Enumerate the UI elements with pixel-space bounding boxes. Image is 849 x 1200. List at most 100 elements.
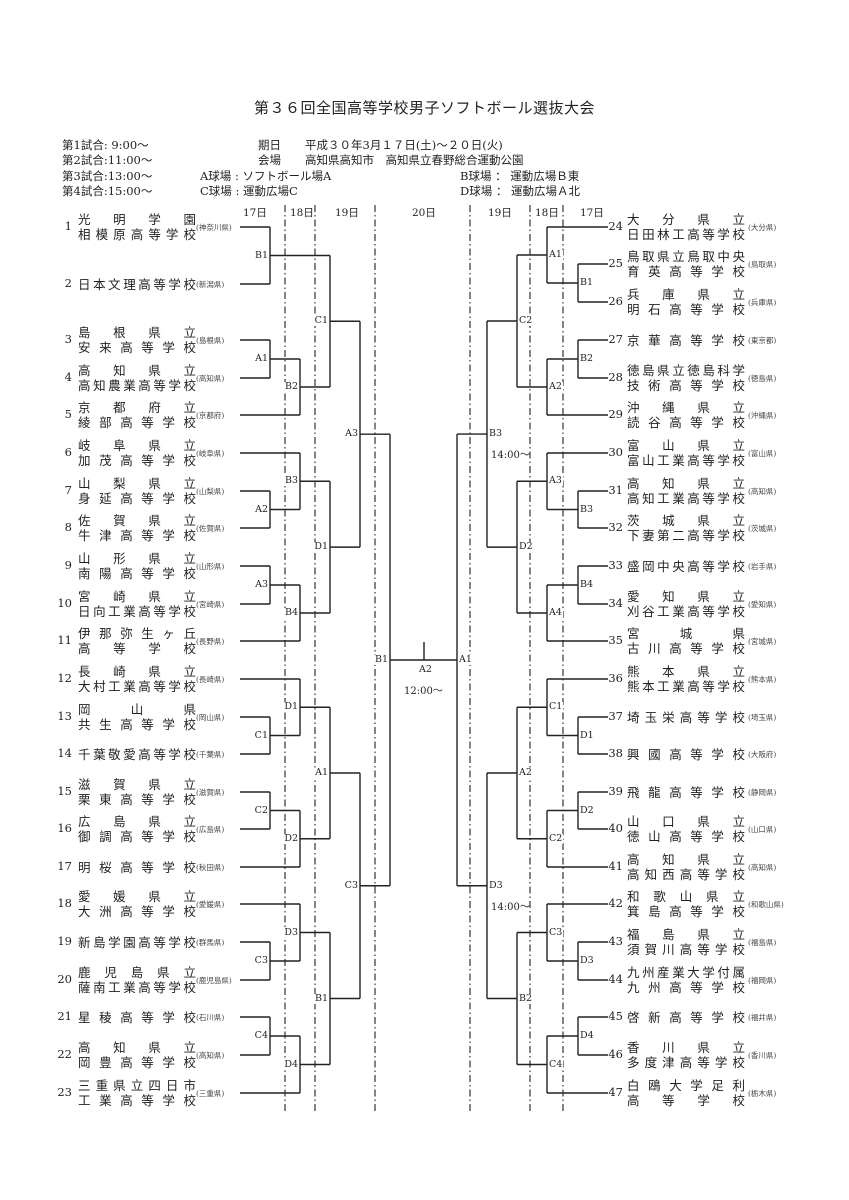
match-label-c1: C1 [548,701,564,713]
team-school-name: 愛媛県立大洲高等学校 [78,889,196,919]
team-number: 27 [608,332,623,346]
match-label-d2: D2 [518,541,534,553]
team-prefecture: (茨城県) [748,524,777,533]
match-label-c1: C1 [313,315,329,327]
field-b: B球場 ： 運動広場Ｂ東 [460,169,580,183]
team-prefecture: (栃木県) [748,1089,777,1098]
match-label-d2: D2 [579,804,595,816]
match-label-d3: D3 [283,926,299,938]
team-number: 4 [64,370,72,384]
team-school-name: 日本文理高等学校 [78,276,196,292]
match-label-c4: C4 [548,1058,564,1070]
match-label-c1: C1 [253,729,269,741]
match-label-b3: B3 [488,428,504,440]
team-number: 45 [608,1009,623,1023]
day-header-left-18: 18日 [290,207,314,219]
match-label-b2: B2 [579,353,595,364]
team-number: 13 [57,709,72,723]
team-number: 40 [608,821,623,835]
match-label-d1: D1 [579,729,595,741]
match-label-d4: D4 [579,1030,595,1041]
team-prefecture: (鳥取県) [748,260,777,269]
match-label-c2: C2 [548,832,564,844]
team-number: 6 [64,445,72,459]
team-school-name: 兵庫県立明石高等学校 [627,287,745,317]
match-label-c4: C4 [253,1030,269,1041]
team-school-name: 愛知県立刈谷工業高等学校 [627,589,745,619]
team-school-name: 伊那弥生ヶ丘高等学校 [78,626,196,656]
match-label-b3: B3 [579,503,595,515]
team-number: 2 [64,276,72,290]
team-number: 26 [608,294,623,308]
final-match-time: 12:00～ [404,686,443,697]
team-prefecture: (熊本県) [748,675,777,684]
team-number: 16 [57,821,72,835]
team-number: 34 [608,596,623,610]
team-prefecture: (兵庫県) [748,298,777,307]
team-school-name: 和歌山県立箕島高等学校 [627,889,745,919]
team-number: 22 [57,1047,72,1061]
field-c: C球場 : 運動広場C [200,184,298,198]
match-label-c2: C2 [253,804,269,816]
team-school-name: 京都府立綾部高等学校 [78,400,196,430]
team-school-name: 埼玉栄高等学校 [627,709,745,725]
team-number: 12 [57,671,72,685]
match-label-a1: A1 [254,353,269,364]
team-number: 7 [64,483,72,497]
team-prefecture: (高知県) [196,1051,225,1060]
match-label-c2: C2 [518,315,534,326]
match-label-d3: D3 [579,955,595,966]
team-school-name: 白鴎大学足利高等学校 [627,1078,745,1108]
venue-value: 高知県高知市 高知県立春野総合運動公園 [305,153,524,167]
team-prefecture: (宮城県) [748,637,777,646]
team-school-name: 飛龍高等学校 [627,784,745,800]
team-prefecture: (岐阜県) [196,449,225,458]
team-number: 20 [57,972,72,986]
match-label-a1: A1 [458,653,473,665]
team-number: 1 [64,219,72,233]
team-number: 36 [608,671,623,685]
day-header-right-17: 17日 [580,207,604,219]
match-label-b2: B2 [283,381,299,392]
team-school-name: 山口県立徳山高等学校 [627,814,745,844]
team-number: 25 [608,256,623,270]
team-number: 3 [64,332,72,346]
team-school-name: 徳島県立徳島科学技術高等学校 [627,363,745,393]
match-label-b4: B4 [283,607,299,618]
field-a: A球場 : ソフトボール場A [200,169,332,183]
team-number: 35 [608,633,623,647]
team-prefecture: (愛知県) [748,600,777,609]
team-prefecture: (新潟県) [196,280,225,289]
team-school-name: 岡山県共生高等学校 [78,702,196,732]
schedule-game-4: 第4試合:15:00～ [62,184,153,198]
team-prefecture: (福島県) [748,938,777,947]
team-school-name: 光明学園相模原高等学校 [78,212,196,242]
team-number: 31 [608,483,623,497]
team-school-name: 興國高等学校 [627,746,745,762]
match-label-a1: A1 [548,249,563,260]
team-school-name: 山梨県立身延高等学校 [78,476,196,506]
team-school-name: 宮崎県立日向工業高等学校 [78,589,196,619]
schedule-game-3: 第3試合:13:00～ [62,169,153,183]
match-label-b1: B1 [253,249,269,261]
team-school-name: 山形県立南陽高等学校 [78,551,196,581]
day-header-left-19: 19日 [335,207,359,219]
team-number: 43 [608,934,623,948]
match-label-a2: A2 [548,381,563,392]
field-d: D球場 ： 運動広場Ａ北 [460,184,581,198]
day-header-left-17: 17日 [243,207,267,219]
team-school-name: 盛岡中央高等学校 [627,558,745,574]
team-prefecture: (愛媛県) [196,900,225,909]
day-header-center-20: 20日 [412,207,436,219]
match-label-b1: B1 [313,992,329,1004]
team-school-name: 千葉敬愛高等学校 [78,746,196,762]
team-prefecture: (長崎県) [196,675,225,684]
match-label-c3: C3 [253,955,269,966]
day-header-right-18: 18日 [535,207,559,219]
page-title: 第３６回全国高等学校男子ソフトボール選抜大会 [253,99,595,117]
team-school-name: 三重県立四日市工業高等学校 [78,1078,196,1108]
match-label-a4: A4 [548,607,563,618]
team-number: 37 [608,709,623,723]
match-label-b1: B1 [579,277,595,288]
final-match-label: A2 [418,664,433,675]
